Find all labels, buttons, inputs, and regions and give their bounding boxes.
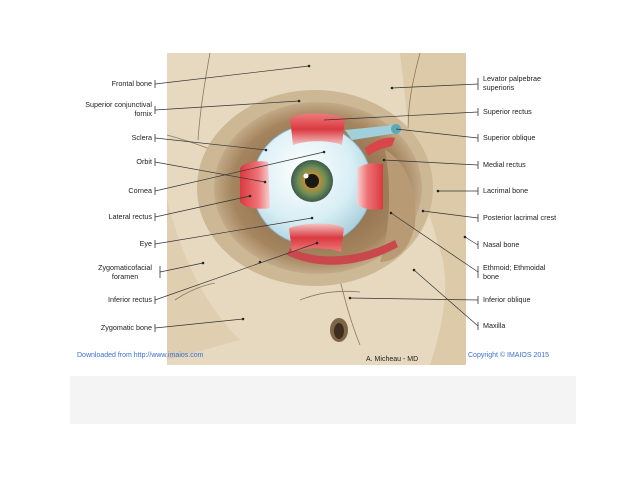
inferior-oblique-muscle bbox=[287, 240, 398, 265]
author-credit: A. Micheau - MD bbox=[366, 356, 419, 363]
medial-rectus-muscle bbox=[357, 163, 383, 210]
label-superior-conjunctival-fornix: Superior conjunctival fornix bbox=[85, 100, 152, 118]
label-zygomaticofacial-foramen: Zygomaticofacial foramen bbox=[98, 263, 152, 281]
label-posterior-lacrimal-crest: Posterior lacrimal crest bbox=[483, 213, 557, 222]
pupil-highlight bbox=[303, 173, 309, 179]
label-frontal-bone: Frontal bone bbox=[111, 79, 152, 88]
label-superior-oblique: Superior oblique bbox=[483, 133, 536, 142]
label-inferior-rectus: Inferior rectus bbox=[108, 295, 152, 304]
superior-rectus-muscle bbox=[290, 113, 345, 145]
label-medial-rectus: Medial rectus bbox=[483, 160, 526, 169]
lateral-rectus-muscle bbox=[240, 161, 270, 209]
inferior-rectus-muscle bbox=[289, 223, 344, 252]
superior-oblique-tendon bbox=[345, 125, 397, 140]
label-cornea: Cornea bbox=[128, 186, 152, 195]
label-lacrimal-bone: Lacrimal bone bbox=[483, 186, 529, 195]
label-superior-rectus: Superior rectus bbox=[483, 107, 532, 116]
label-ethmoid: Ethmoid; Ethmoidal bone bbox=[483, 263, 546, 281]
label-eye: Eye bbox=[139, 239, 152, 248]
superior-oblique-belly bbox=[365, 137, 395, 156]
pupil bbox=[305, 174, 319, 188]
label-inferior-oblique: Inferior oblique bbox=[483, 295, 531, 304]
label-levator-palpebrae-superioris: Levator palpebrae superioris bbox=[483, 74, 541, 92]
download-credit: Downloaded from http://www.imaios.com bbox=[77, 352, 204, 359]
ethmoid-area bbox=[380, 150, 416, 262]
zygomatic-region bbox=[167, 200, 240, 360]
label-zygomatic-bone: Zygomatic bone bbox=[100, 323, 152, 332]
label-maxilla: Maxilla bbox=[483, 321, 506, 330]
lower-panel bbox=[70, 376, 576, 424]
copyright-notice: Copyright © IMAIOS 2015 bbox=[468, 352, 550, 359]
label-sclera: Sclera bbox=[131, 133, 152, 142]
label-lateral-rectus: Lateral rectus bbox=[108, 212, 152, 221]
label-nasal-bone: Nasal bone bbox=[483, 240, 520, 249]
label-orbit: Orbit bbox=[136, 157, 152, 166]
